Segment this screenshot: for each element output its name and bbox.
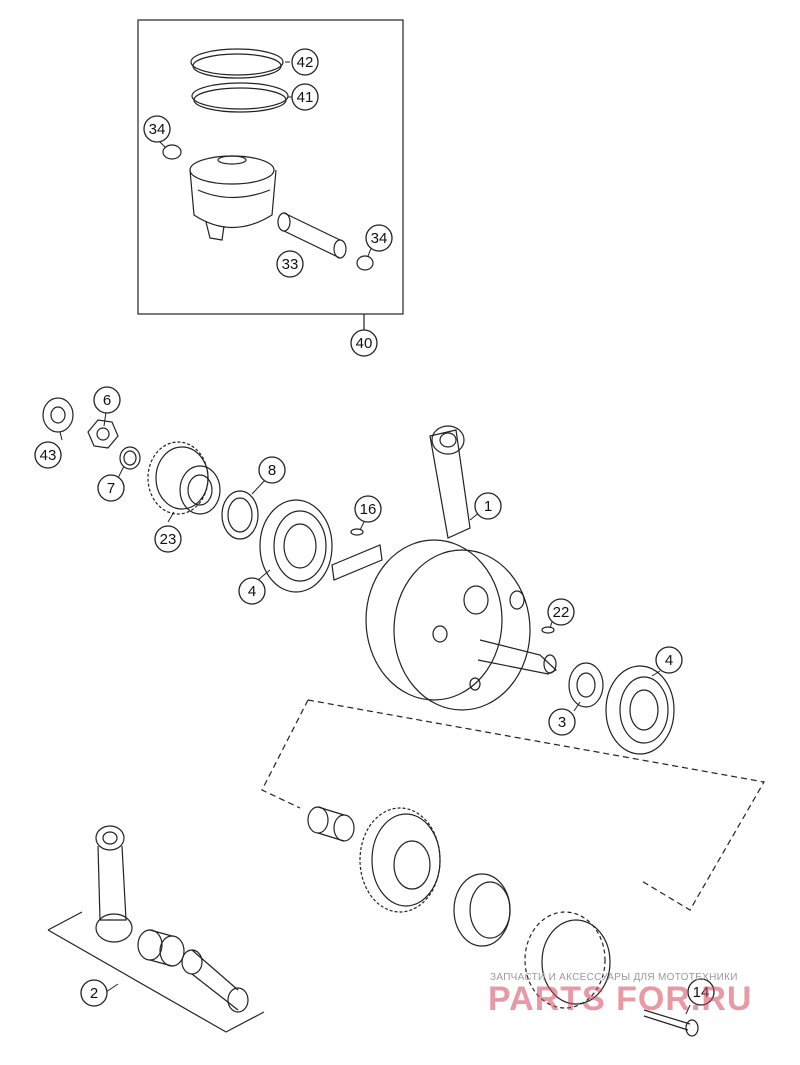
svg-text:16: 16 — [360, 501, 377, 518]
conrod-needle-bearing — [137, 929, 185, 967]
freewheel-bearing — [453, 873, 511, 947]
piston-pin — [277, 212, 347, 259]
shim-3 — [568, 662, 604, 708]
callout-4-left: 4 — [238, 577, 266, 605]
svg-text:1: 1 — [484, 498, 492, 515]
svg-text:3: 3 — [558, 714, 566, 731]
bolt-14 — [643, 1009, 699, 1037]
callouts: 42 41 34 34 33 40 6 43 7 8 23 16 1 4 22 … — [34, 48, 715, 1007]
svg-text:40: 40 — [356, 335, 373, 352]
svg-text:34: 34 — [149, 121, 166, 138]
callout-14: 14 — [687, 978, 715, 1006]
watermark-caption: ЗАПЧАСТИ И АКСЕССУАРЫ ДЛЯ МОТОТЕХНИКИ — [490, 972, 738, 983]
callout-16: 16 — [354, 495, 382, 523]
svg-text:33: 33 — [282, 256, 299, 273]
key-16 — [350, 528, 364, 536]
callout-2: 2 — [80, 979, 108, 1007]
nut-6 — [87, 419, 119, 449]
callout-34-left: 34 — [143, 115, 171, 143]
callout-40: 40 — [350, 329, 378, 357]
freewheel — [524, 911, 611, 1009]
piston-rings — [190, 48, 289, 113]
svg-text:43: 43 — [40, 447, 57, 464]
callout-1: 1 — [474, 492, 502, 520]
circlip-left — [162, 144, 182, 160]
starter-group-frame — [261, 699, 765, 911]
conrod-2 — [95, 825, 133, 943]
seal-8 — [221, 490, 259, 540]
callout-43: 43 — [34, 441, 62, 469]
circlip-right — [356, 255, 374, 271]
svg-text:4: 4 — [665, 652, 673, 669]
callout-22: 22 — [547, 598, 575, 626]
crankshaft-1 — [331, 425, 558, 711]
svg-text:8: 8 — [268, 462, 276, 479]
needle-bearing — [307, 806, 355, 842]
svg-text:23: 23 — [160, 531, 177, 548]
svg-text:42: 42 — [297, 54, 314, 71]
svg-text:14: 14 — [693, 984, 710, 1001]
bearing-4-left — [259, 499, 333, 593]
bearing-4-right — [605, 665, 675, 755]
gear-23 — [147, 441, 221, 515]
svg-text:22: 22 — [553, 604, 570, 621]
callout-7: 7 — [97, 474, 125, 502]
callout-33: 33 — [276, 250, 304, 278]
svg-text:4: 4 — [248, 583, 256, 600]
callout-3: 3 — [548, 708, 576, 736]
washer-43 — [42, 397, 74, 433]
lock-washer-7 — [119, 446, 141, 470]
piston-kit-frame — [137, 19, 404, 315]
svg-text:2: 2 — [90, 985, 98, 1002]
callout-23: 23 — [154, 525, 182, 553]
callout-8: 8 — [258, 456, 286, 484]
callout-4-right: 4 — [655, 646, 683, 674]
crank-pin — [181, 949, 249, 1013]
svg-text:41: 41 — [297, 89, 314, 106]
piston — [189, 155, 277, 241]
callout-6: 6 — [93, 386, 121, 414]
conrod-kit-frame — [47, 911, 265, 1033]
callout-34-right: 34 — [365, 224, 393, 252]
svg-text:7: 7 — [107, 480, 115, 497]
svg-text:6: 6 — [103, 392, 111, 409]
callout-42: 42 — [291, 48, 319, 76]
watermark-brand: PARTS FOR.RU — [488, 980, 753, 1018]
callout-41: 41 — [291, 83, 319, 111]
key-22 — [541, 626, 555, 634]
svg-text:34: 34 — [371, 230, 388, 247]
starter-gear — [359, 807, 441, 913]
